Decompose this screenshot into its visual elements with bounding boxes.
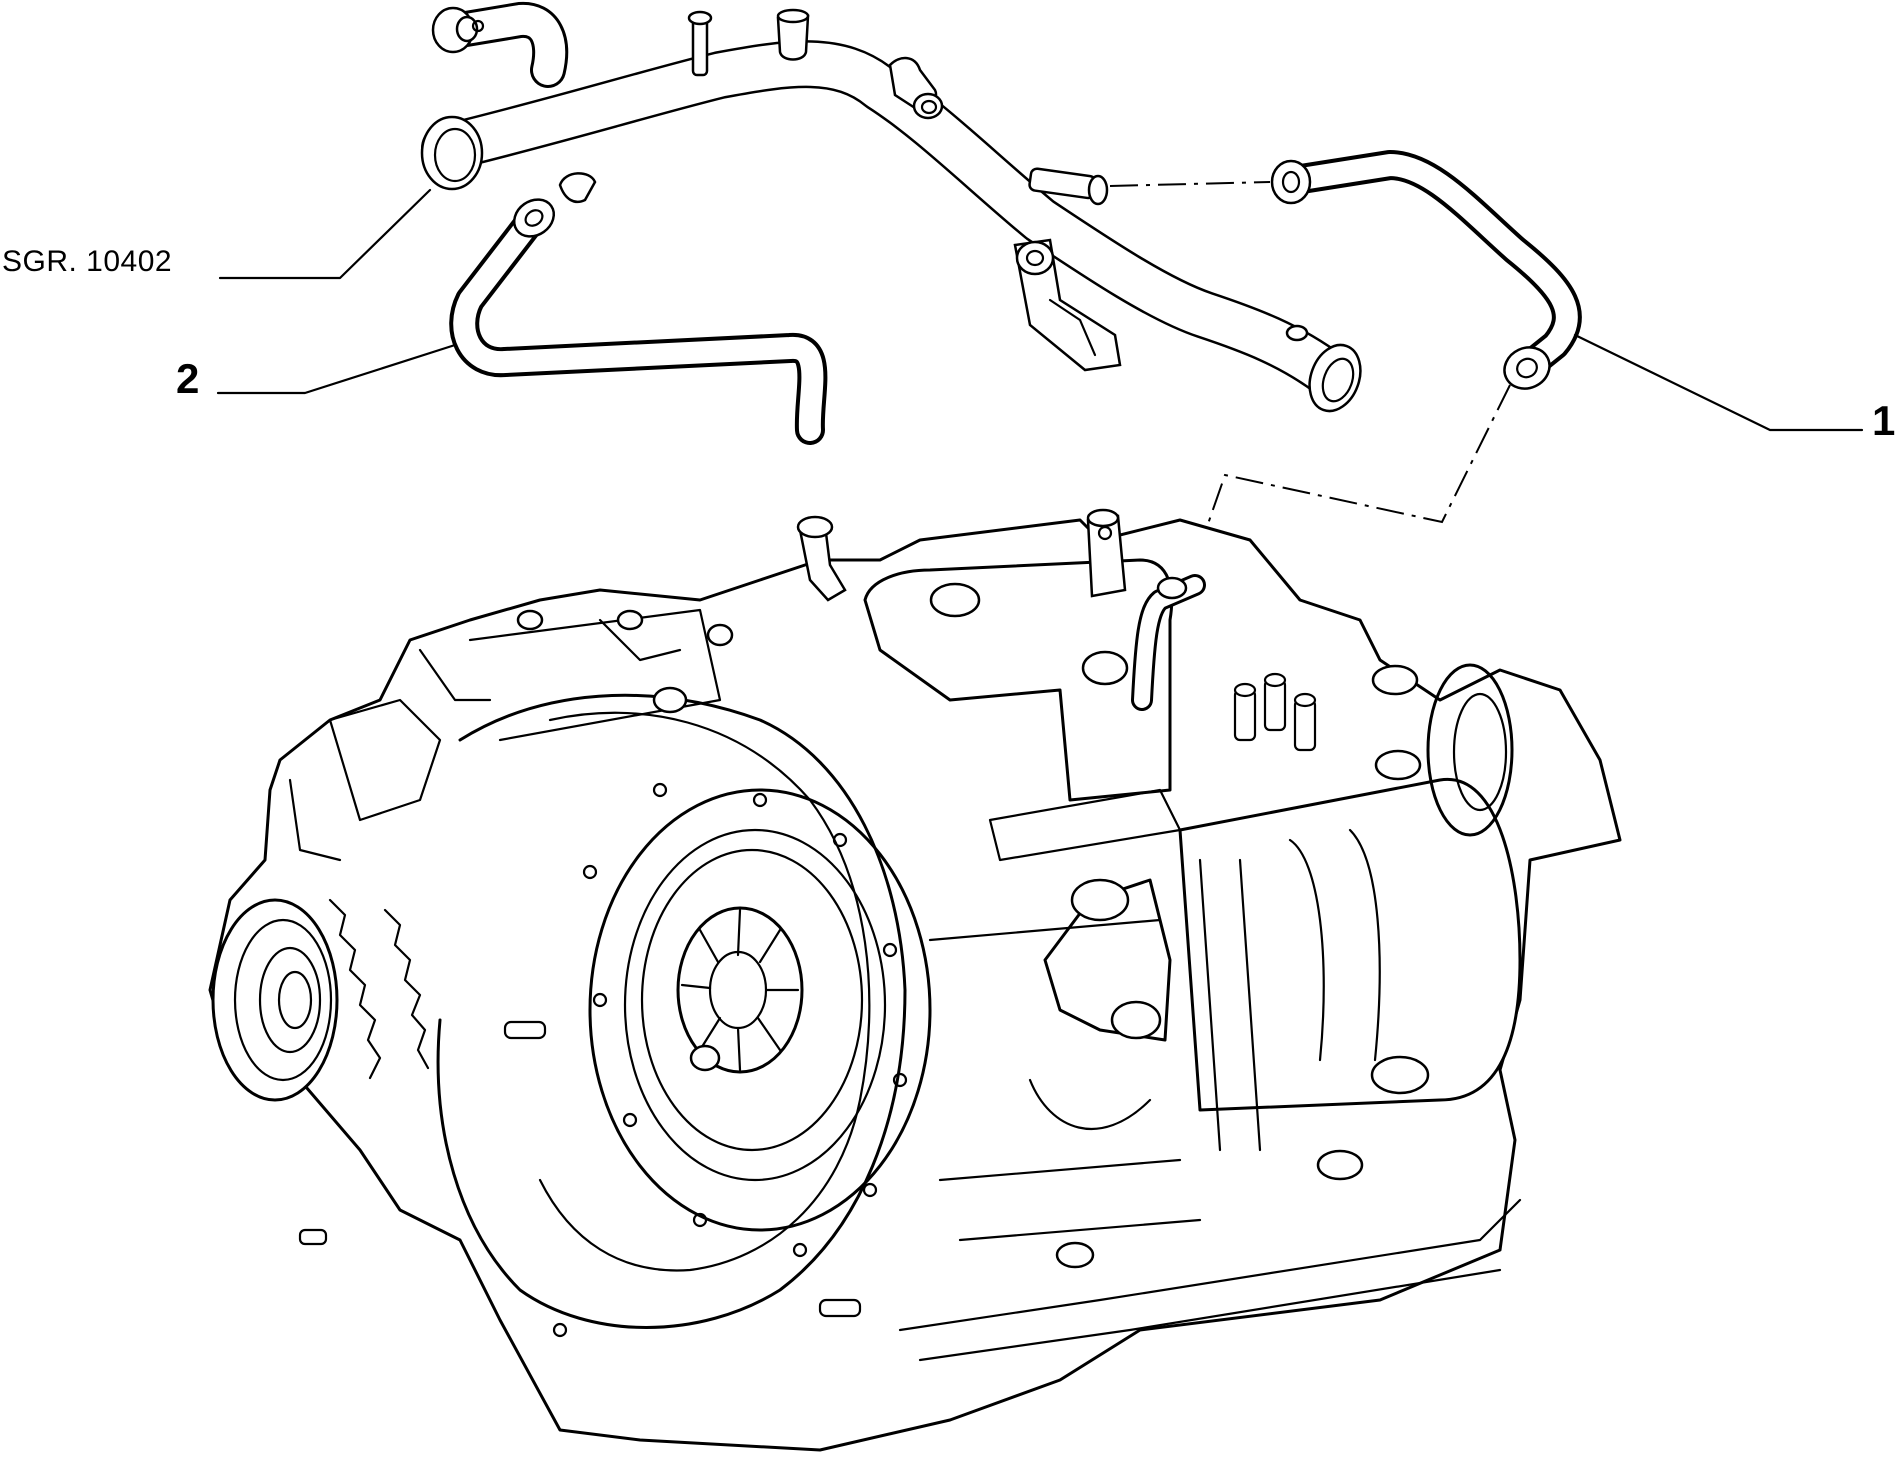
transmission-assembly bbox=[208, 508, 1622, 1452]
hose-2 bbox=[449, 198, 828, 445]
callout-number-2: 2 bbox=[176, 355, 200, 402]
coolant-pipe bbox=[420, 2, 1362, 413]
hose-1 bbox=[1270, 150, 1582, 390]
callout-number-1: 1 bbox=[1872, 397, 1896, 444]
reference-group-label: SGR. 10402 bbox=[2, 245, 173, 278]
valve-body-details bbox=[1233, 672, 1317, 752]
housing-bolt-holes bbox=[552, 782, 908, 1338]
